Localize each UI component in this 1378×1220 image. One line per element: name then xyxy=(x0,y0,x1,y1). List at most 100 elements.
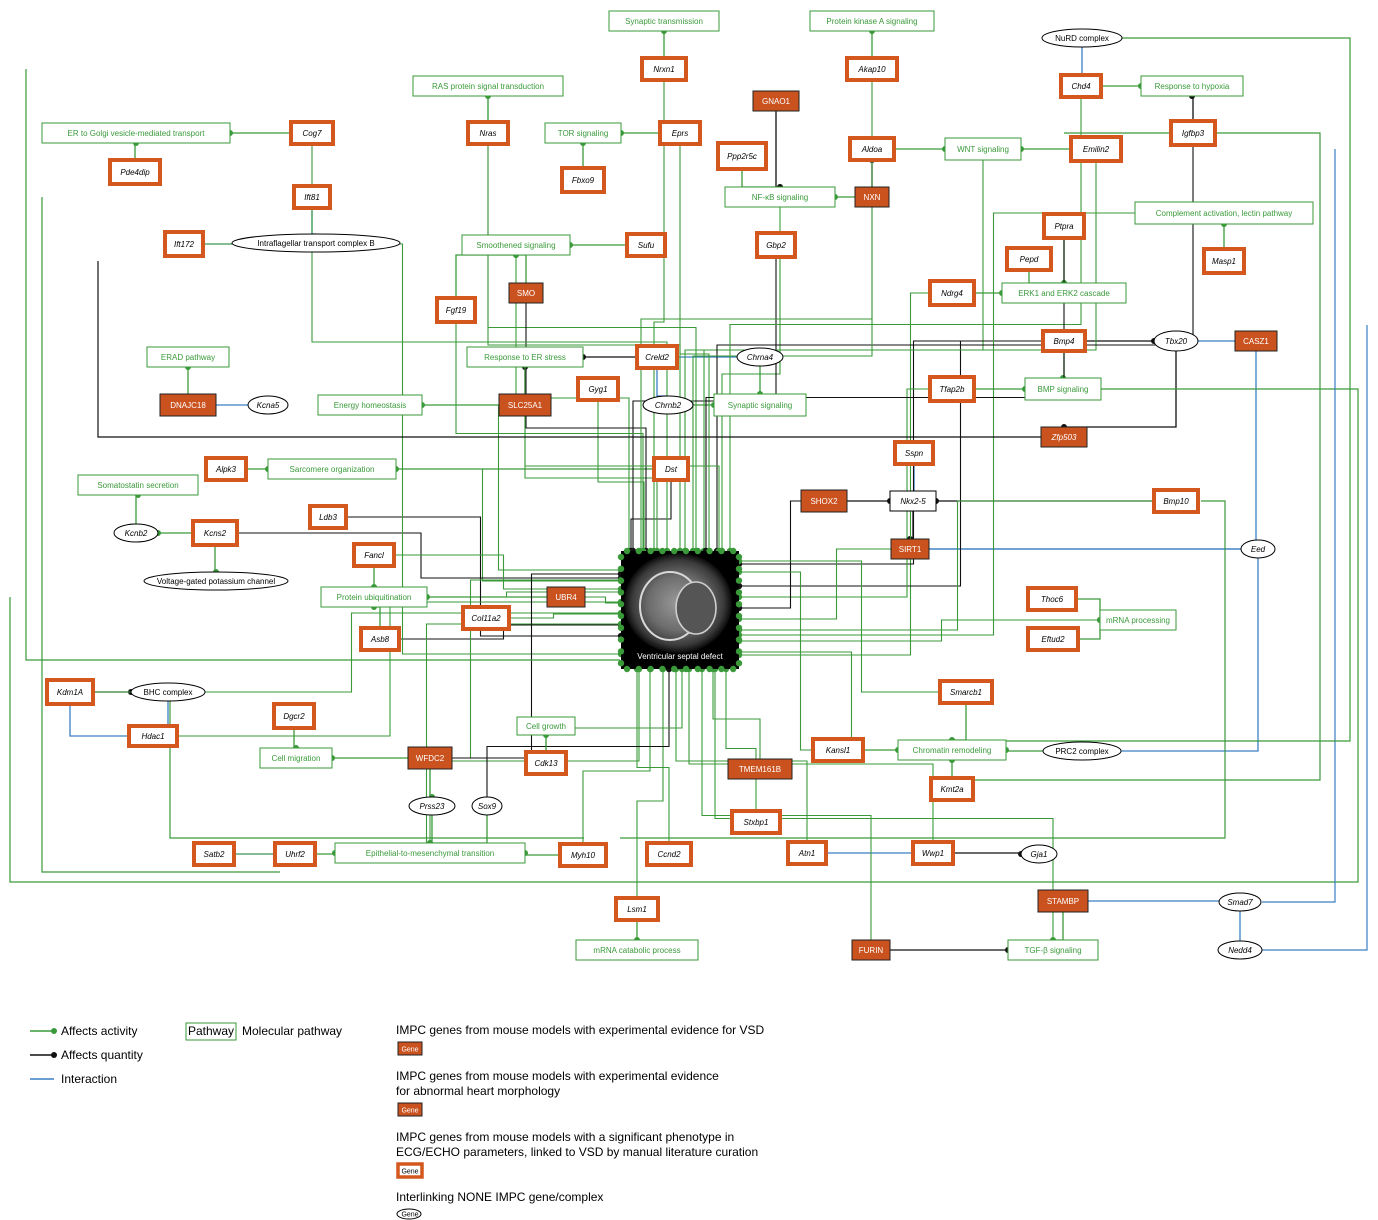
node-cell_migration[interactable]: Cell migration xyxy=(259,747,333,769)
node-pde4dip[interactable]: Pde4dip xyxy=(108,158,162,186)
node-kmt2a[interactable]: Kmt2a xyxy=(929,776,975,802)
node-response_hypoxia[interactable]: Response to hypoxia xyxy=(1140,75,1244,97)
node-lsm1[interactable]: Lsm1 xyxy=(614,896,660,922)
node-complement[interactable]: Complement activation, lectin pathway xyxy=(1134,201,1314,225)
node-kansl1[interactable]: Kansl1 xyxy=(811,737,865,763)
node-gbp2[interactable]: Gbp2 xyxy=(755,231,797,259)
node-smo[interactable]: SMO xyxy=(508,282,544,304)
node-kdm1a[interactable]: Kdm1A xyxy=(45,678,95,706)
node-energy[interactable]: Energy homeostasis xyxy=(317,394,423,416)
node-pepd[interactable]: Pepd xyxy=(1005,246,1053,272)
node-wwp1[interactable]: Wwp1 xyxy=(911,840,955,866)
node-ndrg4[interactable]: Ndrg4 xyxy=(928,279,976,307)
node-sox9[interactable]: Sox9 xyxy=(471,796,503,816)
node-nedd4[interactable]: Nedd4 xyxy=(1217,940,1263,960)
node-shox2[interactable]: SHOX2 xyxy=(800,489,848,513)
node-fbxo9[interactable]: Fbxo9 xyxy=(560,166,606,194)
node-col11a2[interactable]: Col11a2 xyxy=(461,605,511,631)
node-dnajc18[interactable]: DNAJC18 xyxy=(159,393,217,417)
node-stambp[interactable]: STAMBP xyxy=(1037,889,1089,913)
node-alpk3[interactable]: Alpk3 xyxy=(204,456,248,482)
node-tgfb[interactable]: TGF-β signaling xyxy=(1007,939,1099,961)
node-ift_complex_b[interactable]: Intraflagellar transport complex B xyxy=(231,233,401,253)
node-masp1[interactable]: Masp1 xyxy=(1202,247,1246,275)
node-gyg1[interactable]: Gyg1 xyxy=(576,376,620,402)
node-sufu[interactable]: Sufu xyxy=(625,232,667,258)
node-bmp10[interactable]: Bmp10 xyxy=(1152,488,1200,514)
node-dst[interactable]: Dst xyxy=(652,456,690,482)
node-vgkc[interactable]: Voltage-gated potassium channel xyxy=(143,571,289,591)
node-ldb3[interactable]: Ldb3 xyxy=(308,504,348,530)
node-nkx25[interactable]: Nkx2-5 xyxy=(889,490,937,512)
node-eftud2[interactable]: Eftud2 xyxy=(1026,626,1080,652)
node-asb8[interactable]: Asb8 xyxy=(359,626,401,652)
node-satb2[interactable]: Satb2 xyxy=(192,841,236,867)
node-bmp4[interactable]: Bmp4 xyxy=(1041,329,1087,353)
node-emilin2[interactable]: Emilin2 xyxy=(1069,135,1123,163)
node-sirt1[interactable]: SIRT1 xyxy=(890,538,930,560)
node-emt[interactable]: Epithelial-to-mesenchymal transition xyxy=(334,842,526,864)
node-nfkb[interactable]: NF-κB signaling xyxy=(724,186,836,208)
node-tbx20[interactable]: Tbx20 xyxy=(1153,330,1199,352)
node-prc2[interactable]: PRC2 complex xyxy=(1042,741,1122,761)
node-ptpra[interactable]: Ptpra xyxy=(1042,212,1086,240)
node-fancl[interactable]: Fancl xyxy=(352,542,396,568)
node-chrnb2[interactable]: Chrnb2 xyxy=(642,395,694,415)
node-atn1[interactable]: Atn1 xyxy=(786,840,828,866)
node-bmp_signaling[interactable]: BMP signaling xyxy=(1024,377,1102,401)
node-slc25a1[interactable]: SLC25A1 xyxy=(498,393,552,417)
node-nxn[interactable]: NXN xyxy=(854,186,890,208)
node-chd4[interactable]: Chd4 xyxy=(1059,73,1103,99)
node-ras[interactable]: RAS protein signal transduction xyxy=(412,75,564,97)
node-wfdc2[interactable]: WFDC2 xyxy=(407,746,453,770)
node-nrxn1[interactable]: Nrxn1 xyxy=(640,56,688,82)
node-protein_ubiq[interactable]: Protein ubiquitination xyxy=(320,586,428,608)
node-mrna_catabolic[interactable]: mRNA catabolic process xyxy=(575,939,699,961)
node-stxbp1[interactable]: Stxbp1 xyxy=(730,809,782,835)
node-creld2[interactable]: Creld2 xyxy=(635,344,679,370)
node-igfbp3[interactable]: Igfbp3 xyxy=(1169,119,1217,147)
node-myh10[interactable]: Myh10 xyxy=(558,842,608,868)
node-somatostatin[interactable]: Somatostatin secretion xyxy=(77,474,199,496)
node-cdk13[interactable]: Cdk13 xyxy=(524,750,568,776)
node-gnao1[interactable]: GNAO1 xyxy=(752,90,800,112)
node-tfap2b[interactable]: Tfap2b xyxy=(928,375,976,403)
node-nurd[interactable]: NuRD complex xyxy=(1041,28,1123,48)
node-cell_growth[interactable]: Cell growth xyxy=(516,716,576,736)
node-cog7[interactable]: Cog7 xyxy=(289,120,335,146)
node-tor[interactable]: TOR signaling xyxy=(544,122,622,144)
node-synaptic_transmission[interactable]: Synaptic transmission xyxy=(608,10,720,32)
node-aldoa[interactable]: Aldoa xyxy=(848,136,896,162)
node-dgcr2[interactable]: Dgcr2 xyxy=(272,702,316,730)
node-akap10[interactable]: Akap10 xyxy=(845,56,899,82)
node-synaptic_signaling[interactable]: Synaptic signaling xyxy=(713,393,807,417)
node-thoc6[interactable]: Thoc6 xyxy=(1026,586,1078,612)
node-kcns2[interactable]: Kcns2 xyxy=(191,519,239,547)
node-fgf19[interactable]: Fgf19 xyxy=(435,296,477,324)
node-prss23[interactable]: Prss23 xyxy=(408,796,456,816)
node-chrna4[interactable]: Chrna4 xyxy=(736,347,784,367)
node-eed[interactable]: Eed xyxy=(1240,539,1276,559)
node-ccnd2[interactable]: Ccnd2 xyxy=(645,841,693,867)
node-sarcomere[interactable]: Sarcomere organization xyxy=(267,458,397,480)
node-tmem161b[interactable]: TMEM161B xyxy=(727,758,793,780)
node-erad[interactable]: ERAD pathway xyxy=(146,346,230,368)
node-chromatin[interactable]: Chromatin remodeling xyxy=(897,739,1007,761)
node-sspn[interactable]: Sspn xyxy=(893,440,935,466)
node-uhrf2[interactable]: Uhrf2 xyxy=(273,841,317,867)
node-gja1[interactable]: Gja1 xyxy=(1020,844,1058,864)
node-wnt[interactable]: WNT signaling xyxy=(944,137,1022,161)
node-casz1[interactable]: CASZ1 xyxy=(1234,330,1278,352)
node-smarcb1[interactable]: Smarcb1 xyxy=(938,679,994,705)
node-bhc[interactable]: BHC complex xyxy=(130,682,206,702)
node-mrna_processing[interactable]: mRNA processing xyxy=(1099,609,1177,631)
node-zfp503[interactable]: Zfp503 xyxy=(1040,426,1088,448)
node-erk[interactable]: ERK1 and ERK2 cascade xyxy=(1001,282,1127,304)
node-furin[interactable]: FURIN xyxy=(851,939,891,961)
node-ppp2r5c[interactable]: Ppp2r5c xyxy=(716,141,768,171)
node-eprs[interactable]: Eprs xyxy=(658,120,702,146)
node-er_golgi[interactable]: ER to Golgi vesicle-mediated transport xyxy=(41,122,231,144)
node-ubr4[interactable]: UBR4 xyxy=(546,586,586,608)
node-hdac1[interactable]: Hdac1 xyxy=(127,724,179,748)
node-kcna5[interactable]: Kcna5 xyxy=(247,395,289,415)
